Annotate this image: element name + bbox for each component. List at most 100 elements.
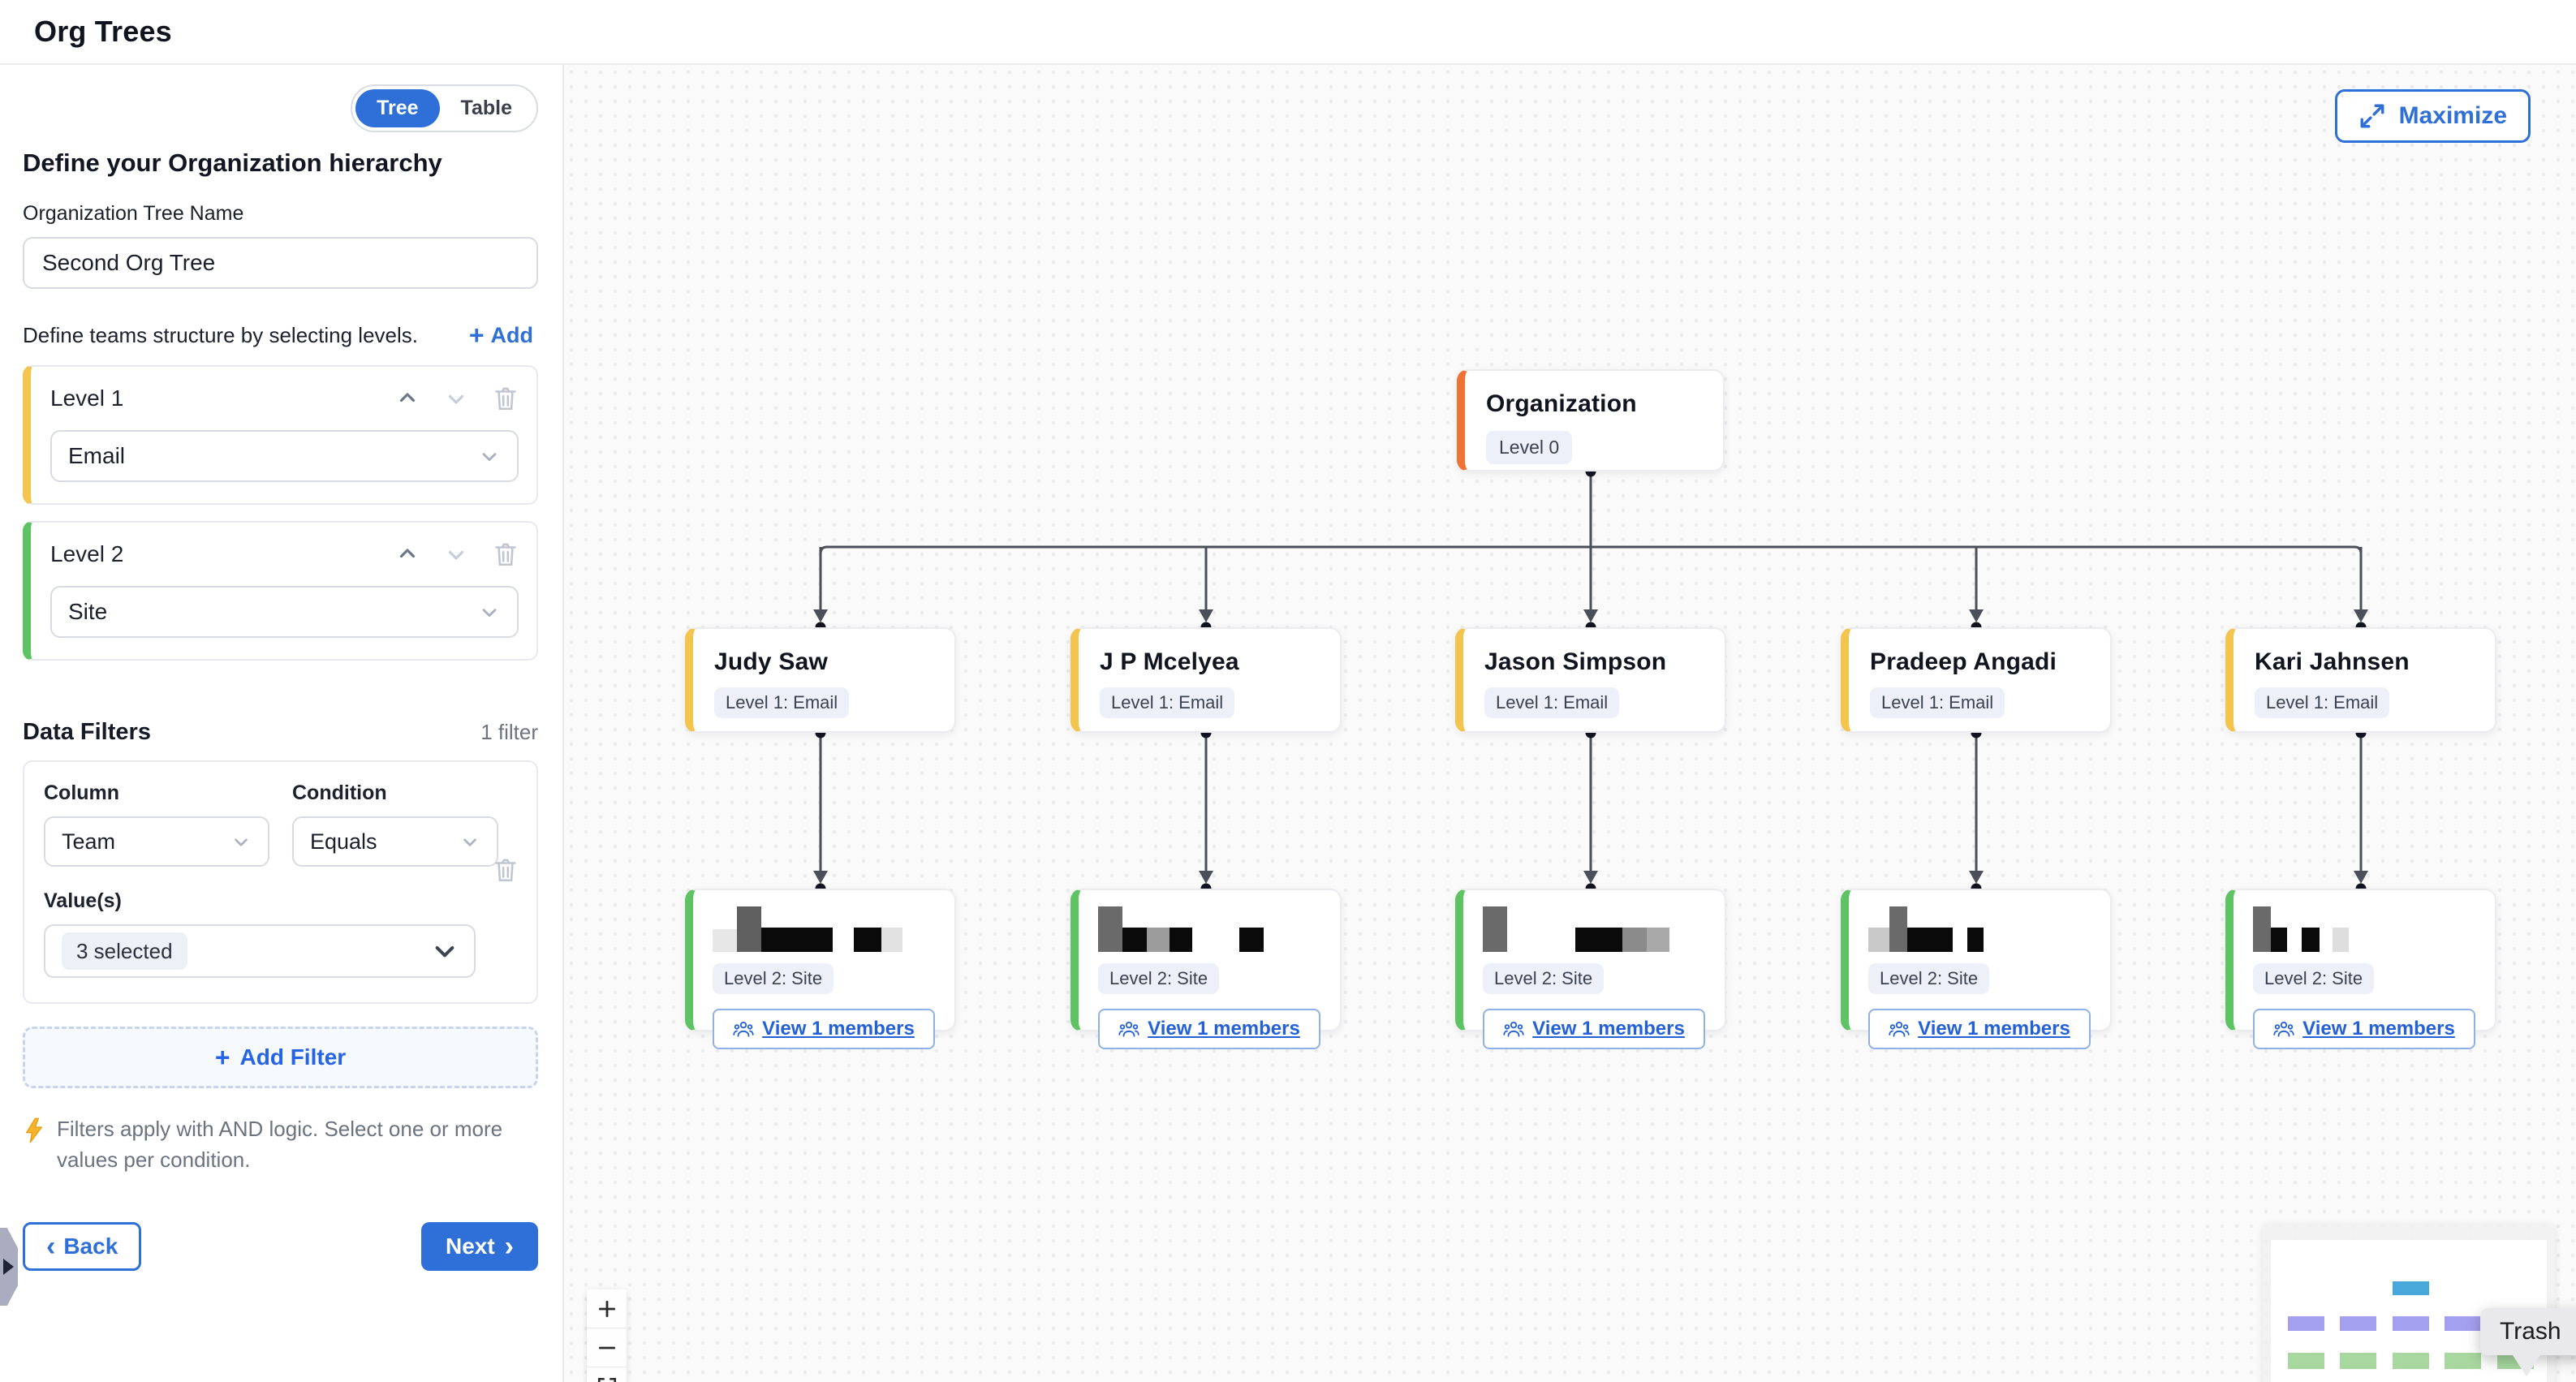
plus-icon: + <box>468 321 485 350</box>
trash-icon <box>495 387 516 411</box>
filter-count: 1 filter <box>480 720 538 744</box>
level-badge: Level 2: Site <box>2253 963 2375 994</box>
view-members-button[interactable]: View 1 members <box>1098 1009 1320 1049</box>
add-level-button[interactable]: + Add <box>464 321 538 349</box>
redacted-text <box>713 929 737 952</box>
delete-level-button[interactable] <box>493 540 519 568</box>
tree-node[interactable]: Level 2: Site View 1 members <box>685 889 956 1049</box>
hierarchy-sidebar: Tree Table Define your Organization hier… <box>0 65 564 1382</box>
fit-view-icon <box>597 1377 616 1382</box>
view-toggle: Tree Table <box>351 84 538 132</box>
level-1-select[interactable]: Email <box>50 430 519 482</box>
members-icon <box>733 1021 754 1037</box>
values-select[interactable]: 3 selected <box>44 924 476 978</box>
toggle-tree[interactable]: Tree <box>355 89 440 127</box>
level-card-2: Level 2 Site <box>23 521 538 661</box>
move-up-button[interactable] <box>395 542 420 566</box>
level-1-label: Level 1 <box>50 385 124 411</box>
view-members-button[interactable]: View 1 members <box>713 1009 935 1049</box>
chevron-down-icon <box>235 838 248 846</box>
next-button[interactable]: Next › <box>420 1222 538 1272</box>
tree-name-label: Organization Tree Name <box>23 202 244 225</box>
minimap-node <box>2288 1316 2324 1331</box>
redacted-text <box>2302 928 2320 952</box>
tree-name-input[interactable] <box>23 237 538 289</box>
redacted-name <box>1098 906 1320 952</box>
level-badge: Level 1: Email <box>1100 687 1235 718</box>
redacted-text <box>1098 906 1122 952</box>
chevron-down-icon <box>482 609 497 618</box>
chevron-down-icon <box>448 550 464 560</box>
members-icon <box>1889 1021 1910 1037</box>
expand-icon <box>2360 104 2384 128</box>
chevron-down-icon <box>482 453 497 462</box>
column-select[interactable]: Team <box>44 816 269 867</box>
level-badge: Level 2: Site <box>1098 963 1220 994</box>
tree-node[interactable]: Level 2: Site View 1 members <box>1455 889 1726 1049</box>
redacted-text <box>854 928 881 952</box>
level-2-label: Level 2 <box>50 541 124 566</box>
redacted-text <box>1647 928 1669 952</box>
delete-filter-button[interactable] <box>493 856 519 884</box>
level-badge: Level 1: Email <box>2255 687 2390 718</box>
minimap-node <box>2340 1353 2376 1369</box>
trash-icon <box>495 543 516 566</box>
delete-level-button[interactable] <box>493 385 519 412</box>
trash-tooltip: Trash <box>2480 1308 2576 1355</box>
minimap-node <box>2393 1316 2429 1331</box>
tree-node[interactable]: Level 2: Site View 1 members <box>1841 889 2112 1049</box>
redacted-text <box>1889 906 1907 952</box>
data-filters-title: Data Filters <box>23 719 151 745</box>
level-2-select[interactable]: Site <box>50 586 519 638</box>
level-card-1: Level 1 Email <box>23 365 538 505</box>
members-icon <box>1503 1021 1524 1037</box>
move-down-button[interactable] <box>444 542 468 566</box>
redacted-text <box>1868 928 1889 952</box>
level-badge: Level 1: Email <box>1870 687 2005 718</box>
chevron-up-icon <box>399 393 416 403</box>
move-down-button[interactable] <box>444 386 468 411</box>
fit-view-button[interactable] <box>587 1367 627 1382</box>
move-up-button[interactable] <box>395 386 420 411</box>
add-filter-button[interactable]: + Add Filter <box>23 1027 538 1088</box>
page-header: Org Trees <box>0 0 2576 65</box>
trash-icon <box>495 859 516 882</box>
zoom-in-button[interactable] <box>587 1289 627 1328</box>
minimap[interactable] <box>2263 1224 2555 1382</box>
values-chip: 3 selected <box>62 932 187 970</box>
tree-node[interactable]: Level 2: Site View 1 members <box>1070 889 1342 1049</box>
zoom-out-button[interactable] <box>587 1328 627 1367</box>
filter-card: Column Team Condition Equals <box>23 760 538 1004</box>
lightning-icon <box>26 1117 42 1143</box>
back-button[interactable]: ‹ Back <box>23 1222 142 1272</box>
redacted-name <box>1868 906 2091 952</box>
condition-select[interactable]: Equals <box>292 816 498 867</box>
levels-description: Define teams structure by selecting leve… <box>23 322 418 347</box>
panel-expand-handle[interactable] <box>0 1228 18 1306</box>
maximize-button[interactable]: Maximize <box>2334 89 2531 143</box>
view-members-button[interactable]: View 1 members <box>1483 1009 1705 1049</box>
view-members-button[interactable]: View 1 members <box>1868 1009 2091 1049</box>
tree-node[interactable]: Level 2: Site View 1 members <box>2225 889 2496 1049</box>
redacted-name <box>713 906 935 952</box>
level-badge: Level 1: Email <box>1484 687 1620 718</box>
values-label: Value(s) <box>44 889 122 912</box>
redacted-text <box>1575 928 1622 952</box>
node-name: Judy Saw <box>714 648 828 675</box>
column-label: Column <box>44 781 120 804</box>
minimap-node <box>2393 1281 2429 1295</box>
redacted-name <box>1483 906 1705 952</box>
toggle-table[interactable]: Table <box>440 89 533 127</box>
level-badge: Level 2: Site <box>1868 963 1990 994</box>
level-badge: Level 2: Site <box>1483 963 1605 994</box>
zoom-controls <box>587 1289 627 1382</box>
view-members-button[interactable]: View 1 members <box>2253 1009 2475 1049</box>
redacted-text <box>1483 906 1507 952</box>
